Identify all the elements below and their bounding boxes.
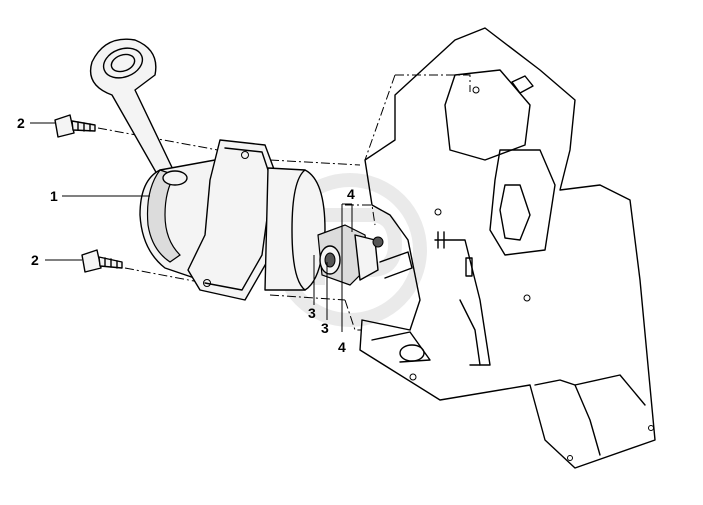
callout-4-lower: 4 (338, 339, 346, 355)
callout-4-upper: 4 (347, 186, 355, 202)
callout-2-upper: 2 (17, 115, 25, 131)
mounting-bolt-lower (81, 249, 123, 273)
mounting-bolt-upper (54, 114, 96, 138)
mounting-bracket (359, 27, 656, 469)
callout-2-lower: 2 (31, 252, 39, 268)
callout-1: 1 (50, 188, 58, 204)
leader-lines (30, 122, 353, 332)
handle-valve-assembly (89, 38, 413, 301)
callout-3-right: 3 (321, 320, 329, 336)
callout-3-left: 3 (308, 305, 316, 321)
